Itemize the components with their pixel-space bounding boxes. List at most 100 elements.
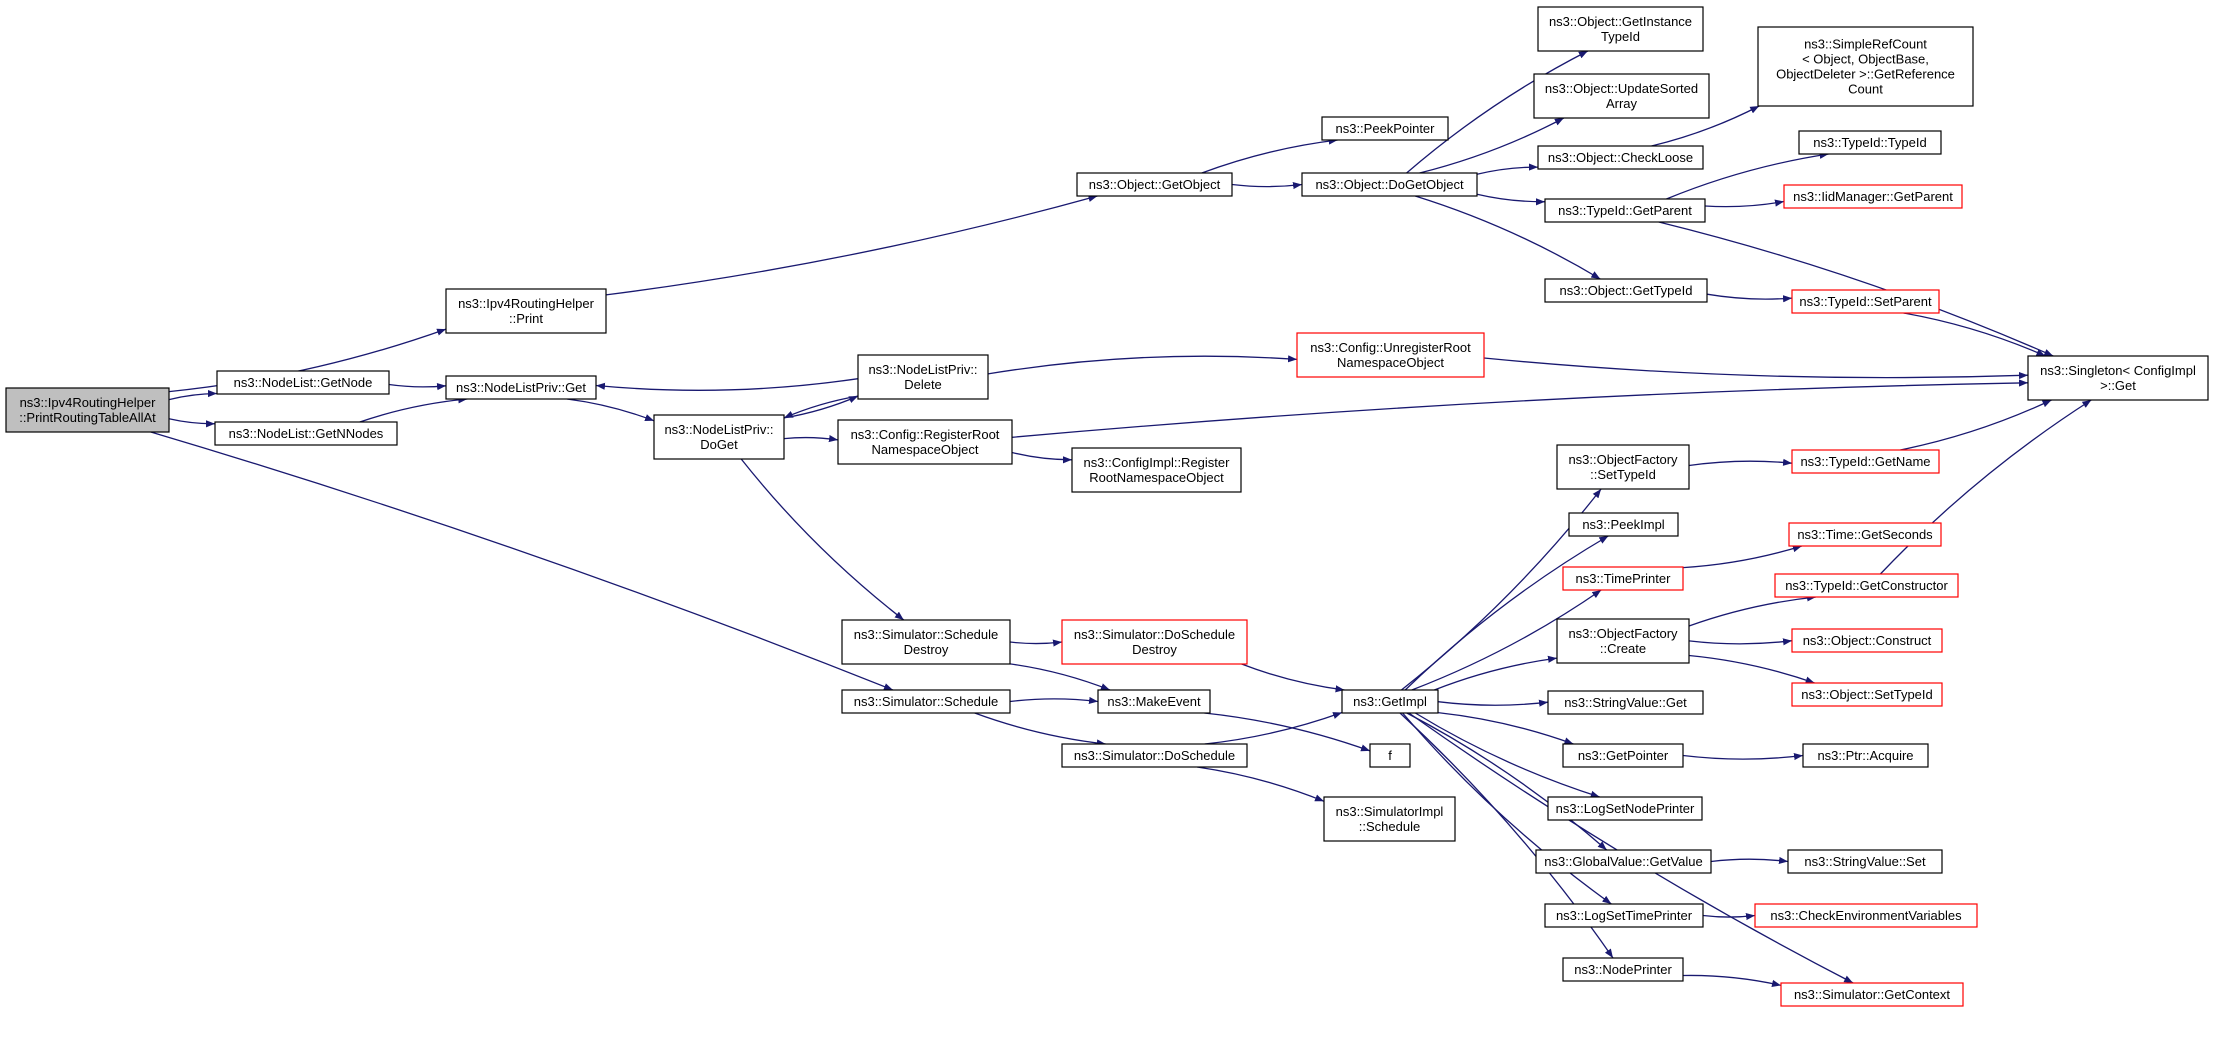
node-globalvalue_getvalue[interactable]: ns3::GlobalValue::GetValue [1535, 849, 1712, 874]
node-box-f [1369, 743, 1411, 768]
node-ipv4_print[interactable]: ns3::Ipv4RoutingHelper::Print [445, 288, 607, 334]
call-edge-sim_scheduledestroy-to-sim_doscheduledestroy [1009, 639, 1063, 647]
node-nl_getnnodes[interactable]: ns3::NodeList::GetNNodes [214, 421, 398, 446]
node-objfactory_settypeid[interactable]: ns3::ObjectFactory::SetTypeId [1556, 444, 1690, 490]
node-label-getpointer: ns3::GetPointer [1578, 748, 1669, 763]
node-label-objfactory_create: ns3::ObjectFactory [1568, 626, 1678, 641]
call-edge-typeid_setparent-to-singleton_get [1903, 312, 2046, 357]
node-obj_checkloose[interactable]: ns3::Object::CheckLoose [1537, 145, 1704, 170]
node-label-simplerefcount: ns3::SimpleRefCount [1804, 37, 1927, 52]
node-box-obj_construct [1791, 628, 1943, 653]
node-layer: ns3::Ipv4RoutingHelper::PrintRoutingTabl… [5, 6, 2209, 1007]
node-cfg_unregister[interactable]: ns3::Config::UnregisterRootNamespaceObje… [1296, 332, 1485, 378]
node-time_getseconds[interactable]: ns3::Time::GetSeconds [1788, 522, 1942, 547]
call-edge-cfg_register-to-cfgimpl_register [1011, 451, 1073, 464]
node-ptr_acquire[interactable]: ns3::Ptr::Acquire [1802, 743, 1929, 768]
node-obj_dogetobject[interactable]: ns3::Object::DoGetObject [1301, 172, 1478, 197]
node-stringvalue_set[interactable]: ns3::StringValue::Set [1787, 849, 1943, 874]
node-nl_getnode[interactable]: ns3::NodeList::GetNode [216, 370, 390, 395]
node-simimpl_schedule[interactable]: ns3::SimulatorImpl::Schedule [1323, 796, 1456, 842]
node-label-stringvalue_get: ns3::StringValue::Get [1564, 695, 1687, 710]
node-nlp_doget[interactable]: ns3::NodeListPriv::DoGet [653, 414, 785, 460]
node-label-simplerefcount: ObjectDeleter >::GetReference [1776, 67, 1955, 82]
node-obj_getobject[interactable]: ns3::Object::GetObject [1076, 172, 1233, 197]
node-peekimpl[interactable]: ns3::PeekImpl [1568, 512, 1679, 537]
node-label-cfg_register: ns3::Config::RegisterRoot [851, 427, 1000, 442]
node-typeid_setparent[interactable]: ns3::TypeId::SetParent [1791, 289, 1940, 314]
node-label-nlp_delete: ns3::NodeListPriv:: [868, 362, 977, 377]
node-sim_schedule[interactable]: ns3::Simulator::Schedule [841, 689, 1011, 714]
node-stringvalue_get[interactable]: ns3::StringValue::Get [1547, 690, 1704, 715]
node-checkenvvars[interactable]: ns3::CheckEnvironmentVariables [1754, 903, 1978, 928]
node-box-cfg_unregister [1296, 332, 1485, 378]
node-f[interactable]: f [1369, 743, 1411, 768]
node-obj_construct[interactable]: ns3::Object::Construct [1791, 628, 1943, 653]
node-getimpl[interactable]: ns3::GetImpl [1341, 689, 1439, 714]
call-edge-nlp_delete-to-cfg_unregister [987, 355, 1298, 375]
node-box-makeevent [1097, 689, 1211, 714]
node-obj_gettypeid[interactable]: ns3::Object::GetTypeId [1544, 278, 1708, 303]
node-label-objfactory_settypeid: ns3::ObjectFactory [1568, 452, 1678, 467]
node-label-timeprinter: ns3::TimePrinter [1576, 571, 1672, 586]
node-box-checkenvvars [1754, 903, 1978, 928]
node-makeevent[interactable]: ns3::MakeEvent [1097, 689, 1211, 714]
node-box-simimpl_schedule [1323, 796, 1456, 842]
node-obj_settypeid[interactable]: ns3::Object::SetTypeId [1791, 682, 1943, 707]
node-label-simimpl_schedule: ::Schedule [1359, 819, 1420, 834]
node-cfgimpl_register[interactable]: ns3::ConfigImpl::RegisterRootNamespaceOb… [1071, 447, 1242, 493]
call-edge-typeid_getparent-to-iidmanager_getparent [1704, 199, 1785, 208]
node-label-typeid_getconstructor: ns3::TypeId::GetConstructor [1785, 578, 1948, 593]
node-simplerefcount[interactable]: ns3::SimpleRefCount< Object, ObjectBase,… [1757, 26, 1974, 107]
node-label-typeid_getname: ns3::TypeId::GetName [1800, 454, 1930, 469]
node-box-nodeprinter [1562, 957, 1684, 982]
node-typeid_typeid[interactable]: ns3::TypeId::TypeId [1798, 130, 1942, 155]
node-getpointer[interactable]: ns3::GetPointer [1562, 743, 1684, 768]
call-edge-obj_dogetobject-to-typeid_getparent [1476, 193, 1546, 206]
node-timeprinter[interactable]: ns3::TimePrinter [1562, 566, 1684, 591]
node-box-sim_schedule [841, 689, 1011, 714]
call-edge-objfactory_create-to-obj_construct [1688, 638, 1793, 646]
node-typeid_getparent[interactable]: ns3::TypeId::GetParent [1544, 198, 1706, 223]
node-typeid_getconstructor[interactable]: ns3::TypeId::GetConstructor [1774, 573, 1959, 598]
call-edge-typeid_getparent-to-singleton_get [1658, 221, 2054, 357]
call-edge-root-to-ipv4_print [168, 328, 447, 393]
node-label-simimpl_schedule: ns3::SimulatorImpl [1336, 804, 1444, 819]
node-nlp_delete[interactable]: ns3::NodeListPriv::Delete [857, 354, 989, 400]
node-box-nl_getnode [216, 370, 390, 395]
node-label-root: ns3::Ipv4RoutingHelper [20, 395, 157, 410]
node-peekpointer[interactable]: ns3::PeekPointer [1321, 116, 1449, 141]
node-nlp_get[interactable]: ns3::NodeListPriv::Get [445, 375, 597, 400]
node-label-time_getseconds: ns3::Time::GetSeconds [1797, 527, 1933, 542]
node-sim_doschedule[interactable]: ns3::Simulator::DoSchedule [1061, 743, 1248, 768]
node-logsetnodeprinter[interactable]: ns3::LogSetNodePrinter [1547, 796, 1703, 821]
node-nodeprinter[interactable]: ns3::NodePrinter [1562, 957, 1684, 982]
call-edge-sim_doscheduledestroy-to-getimpl [1241, 663, 1345, 693]
call-edge-obj_dogetobject-to-obj_getinstancetypeid [1406, 50, 1589, 174]
node-label-obj_gettypeid: ns3::Object::GetTypeId [1560, 283, 1693, 298]
node-label-iidmanager_getparent: ns3::IidManager::GetParent [1793, 189, 1953, 204]
node-sim_getcontext[interactable]: ns3::Simulator::GetContext [1780, 982, 1964, 1007]
node-iidmanager_getparent[interactable]: ns3::IidManager::GetParent [1783, 184, 1963, 209]
node-root[interactable]: ns3::Ipv4RoutingHelper::PrintRoutingTabl… [5, 387, 170, 433]
node-box-obj_checkloose [1537, 145, 1704, 170]
call-edge-nlp_doget-to-nlp_delete [783, 395, 859, 419]
node-label-sim_schedule: ns3::Simulator::Schedule [854, 694, 999, 709]
node-label-ptr_acquire: ns3::Ptr::Acquire [1817, 748, 1913, 763]
call-edge-typeid_getname-to-singleton_get [1900, 399, 2052, 451]
node-objfactory_create[interactable]: ns3::ObjectFactory::Create [1556, 618, 1690, 664]
node-logsettimeprinter[interactable]: ns3::LogSetTimePrinter [1544, 903, 1704, 928]
call-edge-obj_gettypeid-to-typeid_setparent [1706, 293, 1793, 303]
node-label-simplerefcount: Count [1848, 82, 1883, 97]
node-label-globalvalue_getvalue: ns3::GlobalValue::GetValue [1544, 854, 1703, 869]
node-singleton_get[interactable]: ns3::Singleton< ConfigImpl >::Get [2027, 355, 2209, 401]
node-label-logsettimeprinter: ns3::LogSetTimePrinter [1556, 908, 1693, 923]
node-box-singleton_get [2027, 355, 2209, 401]
node-box-cfgimpl_register [1071, 447, 1242, 493]
call-edge-logsettimeprinter-to-checkenvvars [1702, 912, 1756, 921]
node-typeid_getname[interactable]: ns3::TypeId::GetName [1791, 449, 1940, 474]
